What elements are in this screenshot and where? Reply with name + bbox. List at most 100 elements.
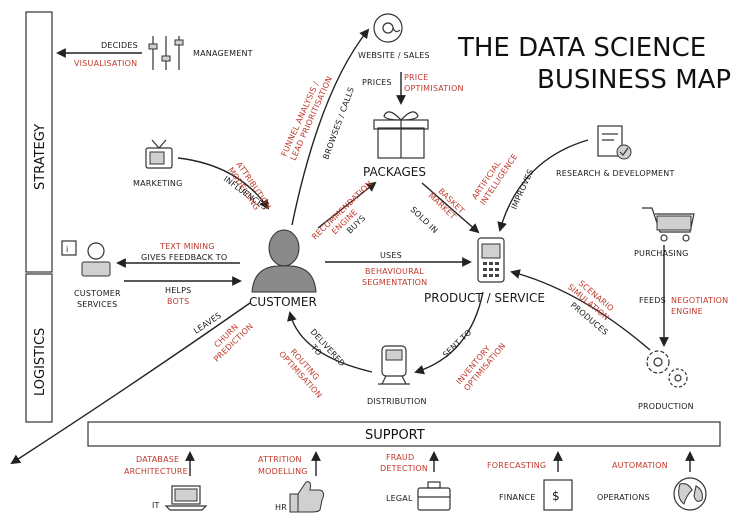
customer-services-label-1: CUSTOMER [74, 289, 121, 298]
gears-icon [646, 350, 688, 388]
briefcase-icon [417, 481, 451, 511]
title-line-2: BUSINESS MAP [537, 65, 731, 95]
support-item-it: DATABASE ARCHITECTURE IT [124, 451, 208, 511]
bots-technique: BOTS [167, 297, 189, 306]
logistics-band-label: LOGISTICS [33, 328, 48, 396]
operations-technique: AUTOMATION [612, 461, 668, 470]
gives-feedback-label: GIVES FEEDBACK TO [141, 253, 227, 262]
edge-browses [291, 28, 370, 226]
dollar-sign-icon: $ [543, 479, 573, 511]
logistics-band: LOGISTICS [25, 273, 53, 423]
legal-label: LEGAL [386, 494, 413, 503]
svg-text:$: $ [552, 489, 560, 503]
packages-node: PACKAGES [363, 111, 429, 179]
mobile-phone-icon [477, 237, 505, 283]
strategy-band: STRATEGY [25, 11, 53, 273]
management-node: MANAGEMENT [148, 36, 253, 70]
improves-label: IMPROVES [510, 168, 536, 211]
product-label: PRODUCT / SERVICE [424, 291, 545, 305]
price-optimisation-technique-1: PRICE [404, 73, 428, 82]
edge-improves [497, 139, 589, 232]
support-band: SUPPORT [87, 421, 721, 447]
shopping-cart-icon [642, 207, 695, 242]
marketing-label: MARKETING [133, 179, 182, 188]
customer-services-node: i CUSTOMER SERVICES [61, 240, 121, 309]
text-mining-technique: TEXT MINING [159, 242, 215, 251]
production-node: PRODUCTION [638, 350, 694, 411]
ai-group: ARTIFICIAL INTELLIGENCE [470, 152, 519, 207]
television-icon [145, 139, 173, 169]
helps-label: HELPS [165, 286, 191, 295]
customer-services-label-2: SERVICES [77, 300, 117, 309]
hr-technique-1: ATTRITION [258, 455, 302, 464]
sliders-icon [148, 36, 184, 70]
at-sign-icon [373, 13, 403, 43]
recommendation-technique-1: RECOMMENDATION [310, 179, 374, 241]
decides-label: DECIDES [101, 41, 138, 50]
customer-label: CUSTOMER [249, 295, 317, 309]
browses-calls-label: BROWSES / CALLS [321, 86, 356, 161]
recommendation-group: RECOMMENDATION ENGINE [310, 179, 374, 241]
edges [10, 28, 669, 465]
notepad-checkmark-icon [597, 125, 632, 160]
support-item-finance: FORECASTING $ FINANCE [487, 451, 573, 511]
marketing-node: MARKETING [133, 139, 182, 188]
finance-technique: FORECASTING [487, 461, 546, 470]
support-item-operations: AUTOMATION OPERATIONS [597, 451, 707, 511]
edge-delivered [287, 311, 373, 373]
distribution-node: DISTRIBUTION [367, 345, 427, 406]
svg-text:i: i [66, 245, 68, 254]
edge-influences [177, 157, 270, 210]
management-label: MANAGEMENT [193, 49, 253, 58]
rnd-label: RESEARCH & DEVELOPMENT [556, 169, 675, 178]
finance-label: FINANCE [499, 493, 535, 502]
negotiation-technique-1: NEGOTIATION [671, 296, 728, 305]
sold-in-label: SOLD IN [409, 205, 440, 235]
website-node: WEBSITE / SALES [358, 13, 430, 60]
negotiation-technique-2: ENGINE [671, 307, 703, 316]
behavioural-technique-2: SEGMENTATION [362, 278, 427, 287]
person-silhouette-icon [251, 229, 317, 293]
website-label: WEBSITE / SALES [358, 51, 430, 60]
packages-label: PACKAGES [363, 165, 426, 179]
product-node: PRODUCT / SERVICE [424, 237, 545, 305]
edge-leaves [10, 302, 251, 465]
strategy-band-label: STRATEGY [33, 124, 48, 190]
customer-node: CUSTOMER [249, 229, 317, 309]
train-icon [378, 345, 410, 385]
feeds-label: FEEDS [639, 296, 666, 305]
globe-icon [673, 477, 707, 511]
prices-label: PRICES [362, 78, 392, 87]
support-item-legal: FRAUD DETECTION LEGAL [380, 451, 451, 511]
it-label: IT [152, 501, 160, 510]
it-technique-1: DATABASE [136, 455, 179, 464]
edge-sold-in [421, 182, 480, 234]
gift-box-icon [373, 111, 429, 159]
uses-label: USES [380, 251, 402, 260]
it-technique-2: ARCHITECTURE [124, 467, 188, 476]
sent-to-label: SENT TO [441, 328, 473, 360]
purchasing-node: PURCHASING [634, 207, 695, 258]
rnd-node: RESEARCH & DEVELOPMENT [556, 125, 675, 178]
support-item-hr: ATTRITION MODELLING HR [258, 451, 325, 513]
purchasing-label: PURCHASING [634, 249, 689, 258]
price-optimisation-technique-2: OPTIMISATION [404, 84, 464, 93]
hr-label: HR [275, 503, 287, 512]
legal-technique-2: DETECTION [380, 464, 428, 473]
support-band-label: SUPPORT [365, 428, 425, 443]
edge-sent-to [414, 291, 484, 375]
production-label: PRODUCTION [638, 402, 694, 411]
operations-label: OPERATIONS [597, 493, 650, 502]
legal-technique-1: FRAUD [386, 453, 414, 462]
behavioural-technique-1: BEHAVIOURAL [365, 267, 424, 276]
edge-produces [510, 269, 651, 351]
title-line-1: THE DATA SCIENCE [457, 33, 706, 63]
thumbs-up-icon [289, 481, 325, 513]
info-person-icon: i [61, 240, 111, 277]
laptop-icon [164, 485, 208, 511]
distribution-label: DISTRIBUTION [367, 397, 427, 406]
visualisation-technique: VISUALISATION [74, 59, 137, 68]
edge-buys [317, 181, 377, 229]
hr-technique-2: MODELLING [258, 467, 308, 476]
